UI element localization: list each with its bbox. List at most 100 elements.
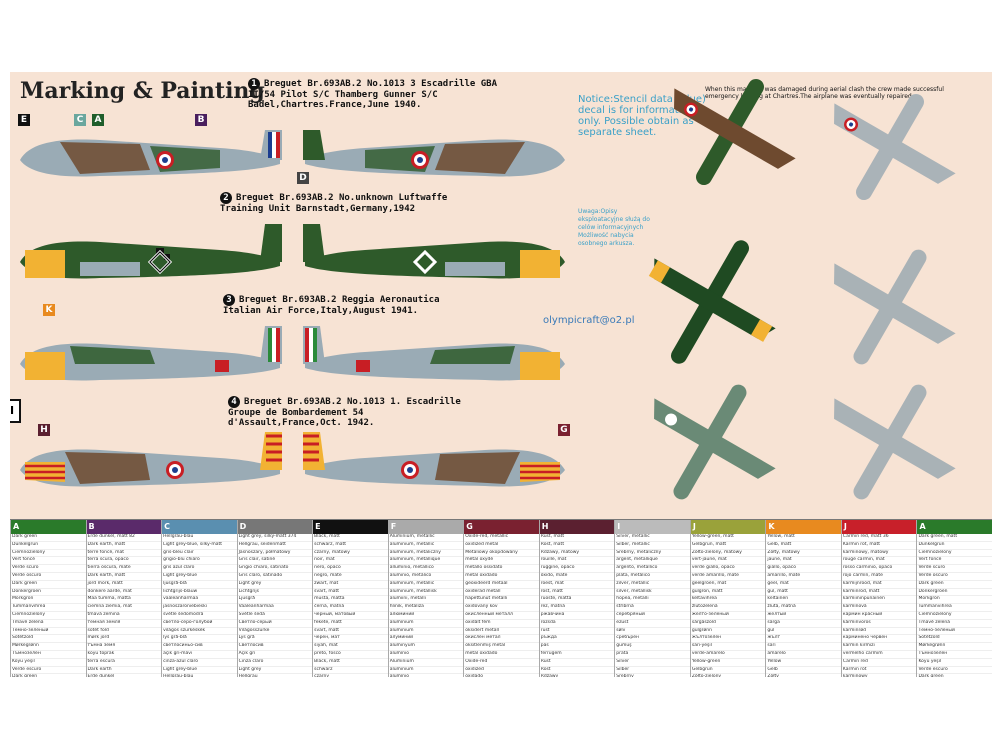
table-cell: oxidized metal (464, 542, 540, 550)
table-cell: серебряный (615, 612, 691, 620)
table-cell: zwart, mat (313, 581, 389, 589)
table-cell: черен, мат (313, 635, 389, 644)
table-cell: Srebrny, metaliczny (615, 550, 691, 558)
table-cell: oxidado (464, 674, 540, 677)
table-cell: Tmavě zelená (917, 620, 992, 628)
table-cell: Verde escuro (917, 667, 992, 675)
table-cell: Light grey-blue (162, 667, 238, 675)
table-cell: keltainen (766, 596, 842, 605)
table-cell: rouille, mat (539, 557, 616, 566)
table-cell: aluminium (388, 628, 465, 636)
table-cell: karmiininpunainen (841, 596, 918, 605)
table-cell: Verde oscuro (11, 573, 87, 581)
table-cell: Dunkelgrün (917, 542, 992, 550)
table-column-header: A (11, 520, 87, 534)
table-column-header: K (766, 520, 842, 534)
table-cell: svart, matt (313, 628, 389, 636)
table-cell: светло-серо-голубой (162, 620, 238, 628)
scheme-number: 4 (228, 396, 240, 408)
aircraft-profile-3-right (303, 326, 565, 381)
table-cell: schwarz (313, 667, 389, 675)
table-cell: rost, matt (539, 589, 616, 597)
aircraft-profile-4-right (303, 432, 565, 487)
table-cell: Светлосив (237, 643, 314, 651)
table-cell: жълтозелен (690, 635, 767, 644)
table-cell: žlutozelená (690, 604, 767, 612)
table-cell: алуминий (388, 635, 465, 644)
table-cell: czarny, matowy (313, 550, 389, 558)
table-cell: Żółty, matowy (766, 550, 842, 558)
aircraft-profile-2-left (20, 224, 282, 279)
table-cell: Verde scuro (11, 565, 87, 573)
table-cell: Dark green (11, 581, 87, 589)
table-cell: Tummanvihreä (917, 604, 992, 612)
table-cell: Rost, matt (539, 542, 616, 550)
table-cell: Koyu yeşil (11, 659, 87, 667)
table-cell: Açık gri (237, 651, 314, 659)
table-cell: светлосиньо-сив (162, 643, 238, 651)
table-cell: Carmin red (841, 659, 918, 667)
table-cell: Verde oscuro (917, 573, 992, 581)
table-cell: žlutá, matná (766, 604, 842, 612)
table-cell: Ciemnozielony (917, 612, 992, 620)
table-cell: Dark green (11, 674, 87, 677)
table-cell: Yellow, matt (766, 534, 842, 542)
table-cell: hopea, metalli (615, 596, 691, 605)
table-cell: gulgrønn (690, 628, 767, 636)
table-cell: jasnoszaroniebieski (162, 604, 238, 612)
table-column-header: E (313, 520, 389, 534)
table-cell: stříbrná (615, 604, 691, 612)
table-column-header: B (86, 520, 163, 534)
table-cell: Gelbgrün, matt (690, 542, 767, 550)
table-cell: Hellgrau-blau (162, 534, 238, 542)
callout-e: E (18, 114, 30, 126)
table-cell: Żółto-zielony (691, 674, 767, 677)
table-cell: óxido, mate (539, 573, 616, 581)
aircraft-profile-4-left (20, 432, 282, 487)
table-cell: ruggine, opaco (539, 565, 616, 573)
plan-view-2-top (648, 240, 776, 364)
table-cell: amarelo (766, 651, 842, 659)
table-cell: Tummanvihreä (11, 604, 87, 612)
table-cell: aluminium, metallic (388, 581, 465, 589)
roman-numeral: I (10, 399, 21, 423)
aircraft-profile-1-left (20, 130, 282, 177)
table-cell: gris-bleu clair (162, 550, 238, 558)
table-cell: hliník, metalíza (388, 604, 465, 612)
table-cell: rouge carmin, mat (841, 557, 918, 566)
table-cell: Donkergroen (917, 589, 992, 597)
table-cell: ciemna ziemia, mat (86, 604, 163, 612)
table-cell: Dark green (917, 674, 992, 677)
table-cell: Gelb, matt (766, 542, 842, 550)
table-cell: keltavihreä (690, 596, 767, 605)
table-cell: terre foncé, mat (86, 550, 163, 558)
table-cell: giallo, opaco (766, 565, 842, 573)
table-cell: czarny (313, 674, 389, 677)
table-column-header: I (615, 520, 691, 534)
table-cell: Mørkegrønn (917, 643, 992, 651)
table-cell: Mørkegrønn (11, 643, 87, 651)
table-cell: Yellow-green, matt (690, 534, 767, 542)
table-cell: Hellgrau (238, 674, 314, 677)
table-cell: Black, matt (313, 534, 389, 542)
table-cell: Koyu yeşil (917, 659, 992, 667)
callout-a: A (92, 114, 104, 126)
table-cell: oksidert metall (464, 628, 540, 636)
table-cell: alumínium (388, 620, 465, 628)
table-column-header: C (162, 520, 238, 534)
stencil-note-pl: Uwaga:Opisy eksploatacyjne służą do celó… (578, 208, 650, 247)
table-cell: кармин красный (841, 612, 918, 620)
table-cell: oxiderad metall (464, 589, 540, 597)
table-cell: Ciemnozielony (11, 612, 87, 620)
table-cell: карминено червен (841, 635, 918, 644)
scheme-text: Breguet Br.693AB.2 No.1013 1. Escadrille… (228, 397, 461, 428)
table-cell: Żółto-zielony, matowy (690, 550, 767, 558)
table-cell: aluminium, metallisk (388, 589, 465, 597)
table-cell: Тъмнозелен (917, 651, 992, 659)
